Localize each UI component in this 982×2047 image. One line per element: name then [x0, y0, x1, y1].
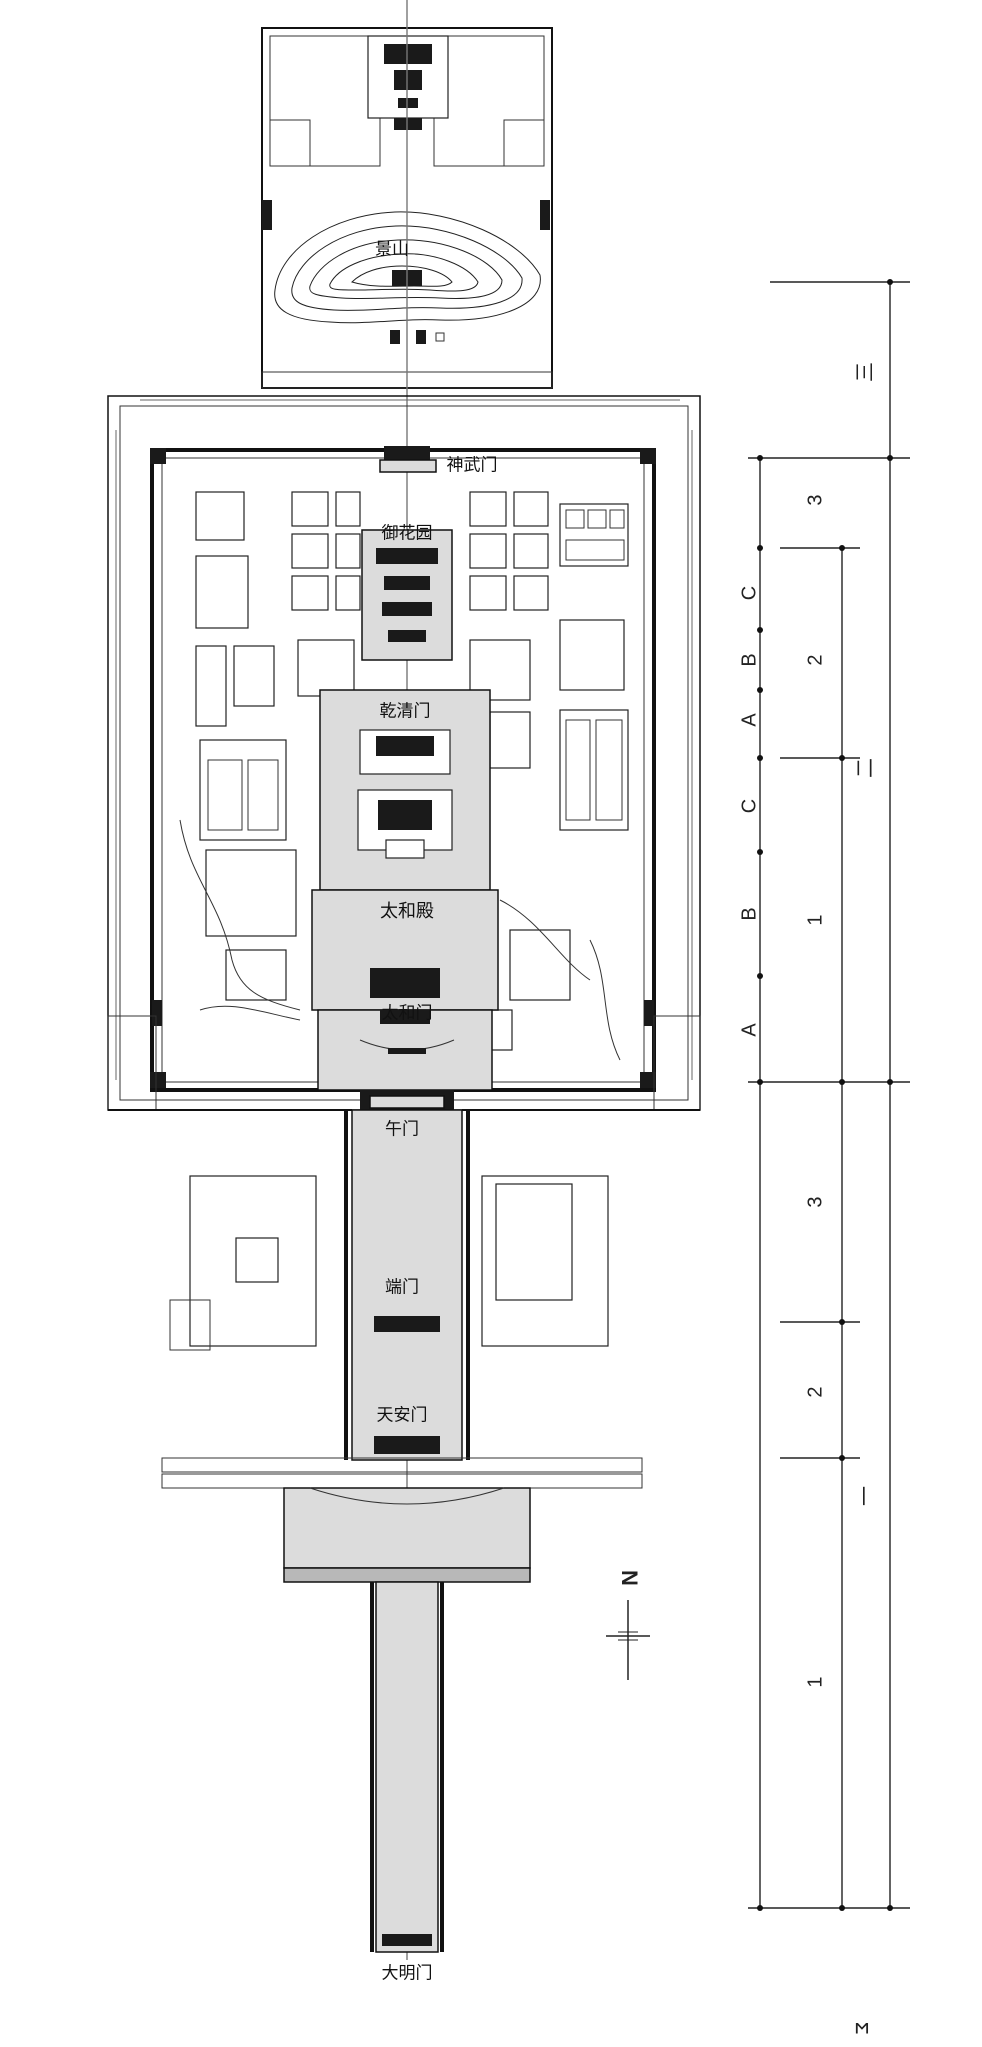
- scale-num-1-bottom: 1: [804, 1676, 826, 1687]
- section-mark-3: 三: [854, 362, 876, 382]
- southern-moat: [107, 1015, 701, 1111]
- corner-glyph: 𐌼: [855, 2016, 870, 2038]
- scale-num-2-top: 2: [804, 654, 826, 665]
- tiananmen-square-t: [161, 1457, 643, 1953]
- scale-num-1-top: 1: [804, 914, 826, 925]
- scale-a-2: A: [738, 1023, 760, 1037]
- central-axis-palaces: [311, 446, 499, 1110]
- scale-num-2-bottom: 2: [804, 1386, 826, 1397]
- jingshan-block: [261, 27, 553, 389]
- label-yuhuayuan: 御花园: [382, 524, 433, 544]
- scale-labels: C B A C B A 3 2 1 3 2 1 三 二 一 𐌼: [738, 362, 876, 2038]
- building-labels: 景山 神武门 御花园 乾清门 太和殿 太和门 午门 端门 天安门 大明门: [375, 240, 498, 1984]
- scale-c-1: C: [738, 586, 760, 600]
- section-mark-2: 二: [854, 758, 876, 778]
- scale-num-3-top: 3: [804, 494, 826, 505]
- label-shenwumen: 神武门: [447, 456, 498, 476]
- section-mark-1: 一: [854, 1486, 876, 1506]
- label-taihemen: 太和门: [382, 1004, 433, 1024]
- scale-b-2: B: [738, 907, 760, 920]
- scale-num-3-bottom: 3: [804, 1196, 826, 1207]
- label-jingshan: 景山: [375, 240, 409, 260]
- west-palace-blocks: [179, 491, 361, 1021]
- scale-b-1: B: [738, 653, 760, 666]
- label-qianqingmen: 乾清门: [380, 702, 431, 722]
- scale-c-2: C: [738, 799, 760, 813]
- east-palace-blocks: [469, 491, 629, 1061]
- hill-contours: [274, 211, 541, 324]
- imperial-approach: [169, 1109, 609, 1461]
- north-label: N: [617, 1570, 642, 1586]
- label-damingmen: 大明门: [382, 1964, 433, 1984]
- proportion-scale: [748, 279, 910, 1911]
- scale-a-1: A: [738, 713, 760, 727]
- label-wumen: 午门: [385, 1120, 419, 1140]
- label-tiananmen: 天安门: [377, 1406, 428, 1426]
- label-taihedian: 太和殿: [380, 901, 434, 922]
- label-duanmen: 端门: [385, 1278, 419, 1298]
- north-arrow: N: [606, 1570, 650, 1680]
